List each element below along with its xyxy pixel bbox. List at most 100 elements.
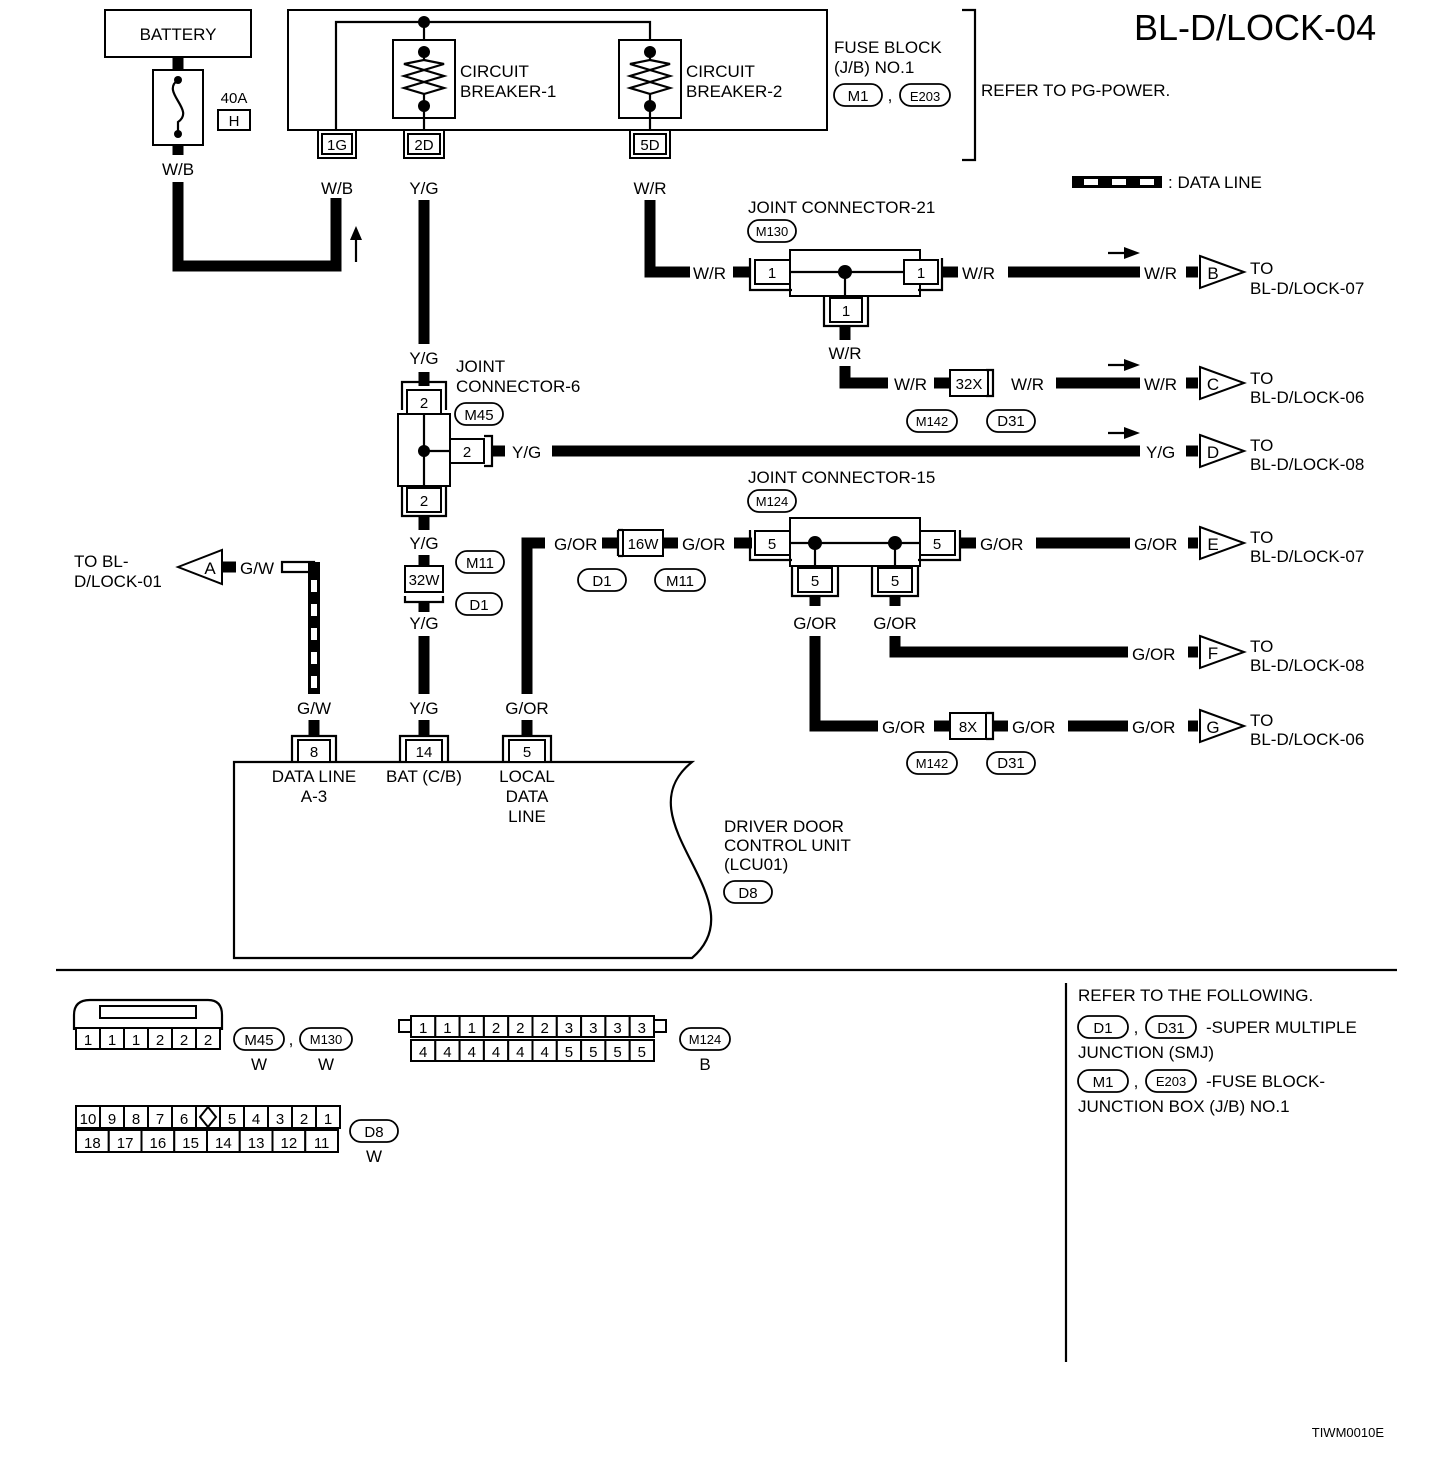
jc15-pin: 5 [891, 573, 899, 590]
ddcu-pin-number: 14 [416, 744, 433, 761]
offpage-connector-g: G TO BL-D/LOCK-06 [1199, 708, 1364, 749]
ddcu-pin-label: LINE [508, 807, 546, 826]
conn-tag-d31: D31 [997, 755, 1025, 772]
inline-connector-32x: 32X [956, 376, 983, 393]
d8-pin: 5 [228, 1111, 236, 1128]
conn-tag-d8: D8 [364, 1124, 383, 1141]
driver-door-control-unit: 8 DATA LINE A-3 14 BAT (C/B) 5 LOCAL DAT… [232, 734, 713, 960]
fuse-block-label-2: (J/B) NO.1 [834, 58, 914, 77]
ddcu-pin-label: BAT (C/B) [386, 767, 462, 786]
jc6-name-2: CONNECTOR-6 [456, 377, 580, 396]
offpage-connector-d: D TO BL-D/LOCK-08 [1199, 433, 1364, 474]
separator: , [1134, 1018, 1139, 1037]
d8-pin: 7 [156, 1111, 164, 1128]
conn-tag-e203: E203 [1156, 1074, 1186, 1089]
wire-color-label: G/OR [793, 614, 836, 633]
fuse-terminal-2d: 2D [414, 137, 433, 154]
jc15-pin: 5 [811, 573, 819, 590]
m124-pin: 4 [540, 1044, 548, 1061]
conn-tag-m130: M130 [756, 224, 789, 239]
refer-pg-power: REFER TO PG-POWER. [981, 81, 1170, 100]
fusible-link-icon [171, 79, 185, 134]
offpage-to: TO [1250, 528, 1273, 547]
wire-wr [644, 200, 690, 278]
battery-box [104, 9, 252, 58]
conn-color: W [318, 1055, 334, 1074]
wire-color-label: G/OR [682, 535, 725, 554]
conn-tag-m11: M11 [466, 555, 494, 572]
d8-pin: 12 [281, 1135, 298, 1152]
m45-pin: 1 [132, 1032, 140, 1049]
m124-pin: 5 [589, 1044, 597, 1061]
wire-color-label: W/R [962, 264, 995, 283]
wire-color-label: Y/G [512, 443, 541, 462]
m45-pin: 1 [84, 1032, 92, 1049]
wire-color-label: W/R [1144, 375, 1177, 394]
fuse-terminal-1g: 1G [327, 137, 347, 154]
data-line-legend-text: : DATA LINE [1168, 173, 1262, 192]
joint-connector-15: JOINT CONNECTOR-15 M124 5 5 5 5 [747, 468, 962, 598]
wire-color-label: G/OR [1132, 645, 1175, 664]
conn-tag-d31: D31 [1157, 1020, 1185, 1037]
separator: , [888, 86, 893, 105]
offpage-letter: B [1207, 264, 1218, 283]
offpage-connector-c: C TO BL-D/LOCK-06 [1199, 365, 1364, 407]
conn-tag-d8: D8 [738, 885, 757, 902]
jc21-pin: 1 [768, 265, 776, 282]
refer-item-text: JUNCTION (SMJ) [1078, 1043, 1214, 1062]
ddcu-name-3: (LCU01) [724, 855, 788, 874]
d8-pin: 9 [108, 1111, 116, 1128]
offpage-ref: BL-D/LOCK-06 [1250, 388, 1364, 407]
m45-pin: 1 [108, 1032, 116, 1049]
m45-cell [195, 1027, 221, 1050]
wire-color-label: Y/G [409, 534, 438, 553]
offpage-ref: BL-D/LOCK-08 [1250, 656, 1364, 675]
image-id: TIWM0010E [1312, 1425, 1385, 1440]
d8-key-icon [195, 1105, 221, 1129]
conn-color: W [251, 1055, 267, 1074]
separator: , [289, 1030, 294, 1049]
jc15-pin: 5 [768, 536, 776, 553]
battery-group: BATTERY 40A H W/B [104, 9, 252, 179]
offpage-ref: BL-D/LOCK-07 [1250, 279, 1364, 298]
conn-tag-d31: D31 [997, 413, 1025, 430]
d8-cell [304, 1129, 339, 1153]
conn-tag-m45: M45 [244, 1032, 273, 1049]
offpage-to: TO [1250, 369, 1273, 388]
jc21-name: JOINT CONNECTOR-21 [748, 198, 935, 217]
wire-color-label: G/OR [873, 614, 916, 633]
wire-color-label: G/OR [1132, 718, 1175, 737]
m124-cell [628, 1015, 656, 1038]
m124-pin: 5 [638, 1044, 646, 1061]
conn-tag-m1: M1 [1093, 1074, 1114, 1091]
refer-panel: REFER TO THE FOLLOWING. D1 , D31 -SUPER … [1077, 986, 1357, 1116]
refer-heading: REFER TO THE FOLLOWING. [1078, 986, 1313, 1005]
offpage-to: TO [1250, 711, 1273, 730]
m45-pin: 2 [180, 1032, 188, 1049]
fusible-link-letter: H [229, 113, 240, 130]
offpage-letter: F [1208, 644, 1218, 663]
jc6-pin: 2 [420, 395, 428, 412]
m124-pin: 5 [613, 1044, 621, 1061]
conn-tag-m142: M142 [916, 414, 949, 429]
conn-tag-d1: D1 [469, 597, 488, 614]
wire-color-label: G/OR [882, 718, 925, 737]
wire-color-label: G/OR [1012, 718, 1055, 737]
conn-tag-m11: M11 [666, 573, 694, 590]
d8-pin: 4 [252, 1111, 260, 1128]
flow-arrow-icon [1124, 427, 1140, 439]
d8-pin: 11 [314, 1135, 330, 1152]
conn-tag-m1: M1 [848, 88, 869, 105]
refer-item-text: JUNCTION BOX (J/B) NO.1 [1078, 1097, 1290, 1116]
wire-color-label: G/OR [505, 699, 548, 718]
wire-color-label: Y/G [409, 699, 438, 718]
wire-color-label: G/W [240, 559, 274, 578]
jc6-pin: 2 [420, 493, 428, 510]
wire-color-label: Y/G [1146, 443, 1175, 462]
d8-pin: 2 [300, 1111, 308, 1128]
offpage-a-line1: TO BL- [74, 552, 128, 571]
offpage-connector-f: F TO BL-D/LOCK-08 [1199, 634, 1364, 675]
wire-color-label: W/R [1011, 375, 1044, 394]
m124-cell [628, 1039, 656, 1062]
offpage-ref: BL-D/LOCK-06 [1250, 730, 1364, 749]
